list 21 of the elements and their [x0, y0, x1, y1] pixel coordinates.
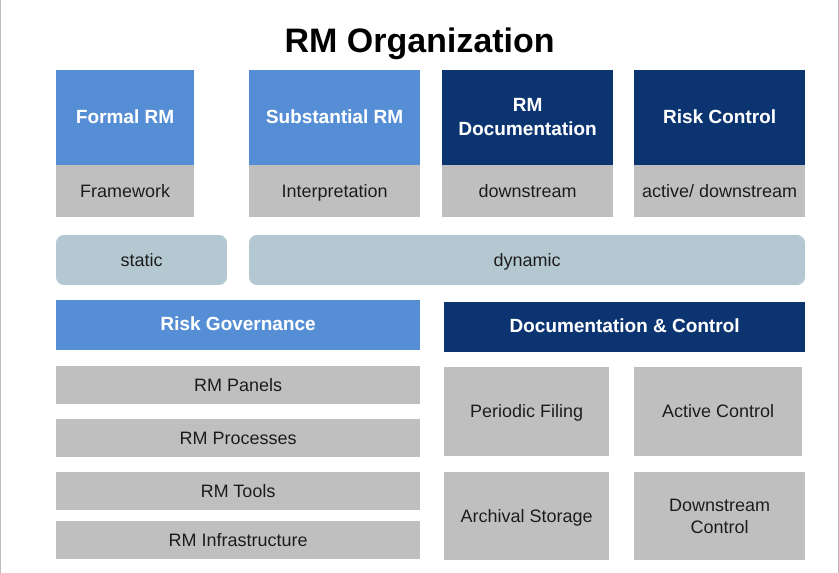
header-box: Substantial RM — [249, 70, 420, 165]
header-box: RM Documentation — [442, 70, 613, 165]
category-pill: static — [56, 235, 227, 285]
item-box: RM Processes — [56, 419, 420, 457]
header-box: Risk Control — [634, 70, 805, 165]
label-box: Interpretation — [249, 165, 420, 217]
label-box: active/ downstream — [634, 165, 805, 217]
label-box: downstream — [442, 165, 613, 217]
item-box: Downstream Control — [634, 472, 805, 560]
item-box: RM Tools — [56, 472, 420, 510]
category-pill: dynamic — [249, 235, 805, 285]
item-box: RM Infrastructure — [56, 521, 420, 559]
header-box: Formal RM — [56, 70, 194, 165]
item-box: Archival Storage — [444, 472, 609, 560]
label-box: Framework — [56, 165, 194, 217]
item-box: Periodic Filing — [444, 367, 609, 456]
item-box: Active Control — [634, 367, 802, 456]
section-header: Risk Governance — [56, 300, 420, 350]
section-header: Documentation & Control — [444, 302, 805, 352]
title: RM Organization — [283, 24, 556, 58]
item-box: RM Panels — [56, 366, 420, 404]
